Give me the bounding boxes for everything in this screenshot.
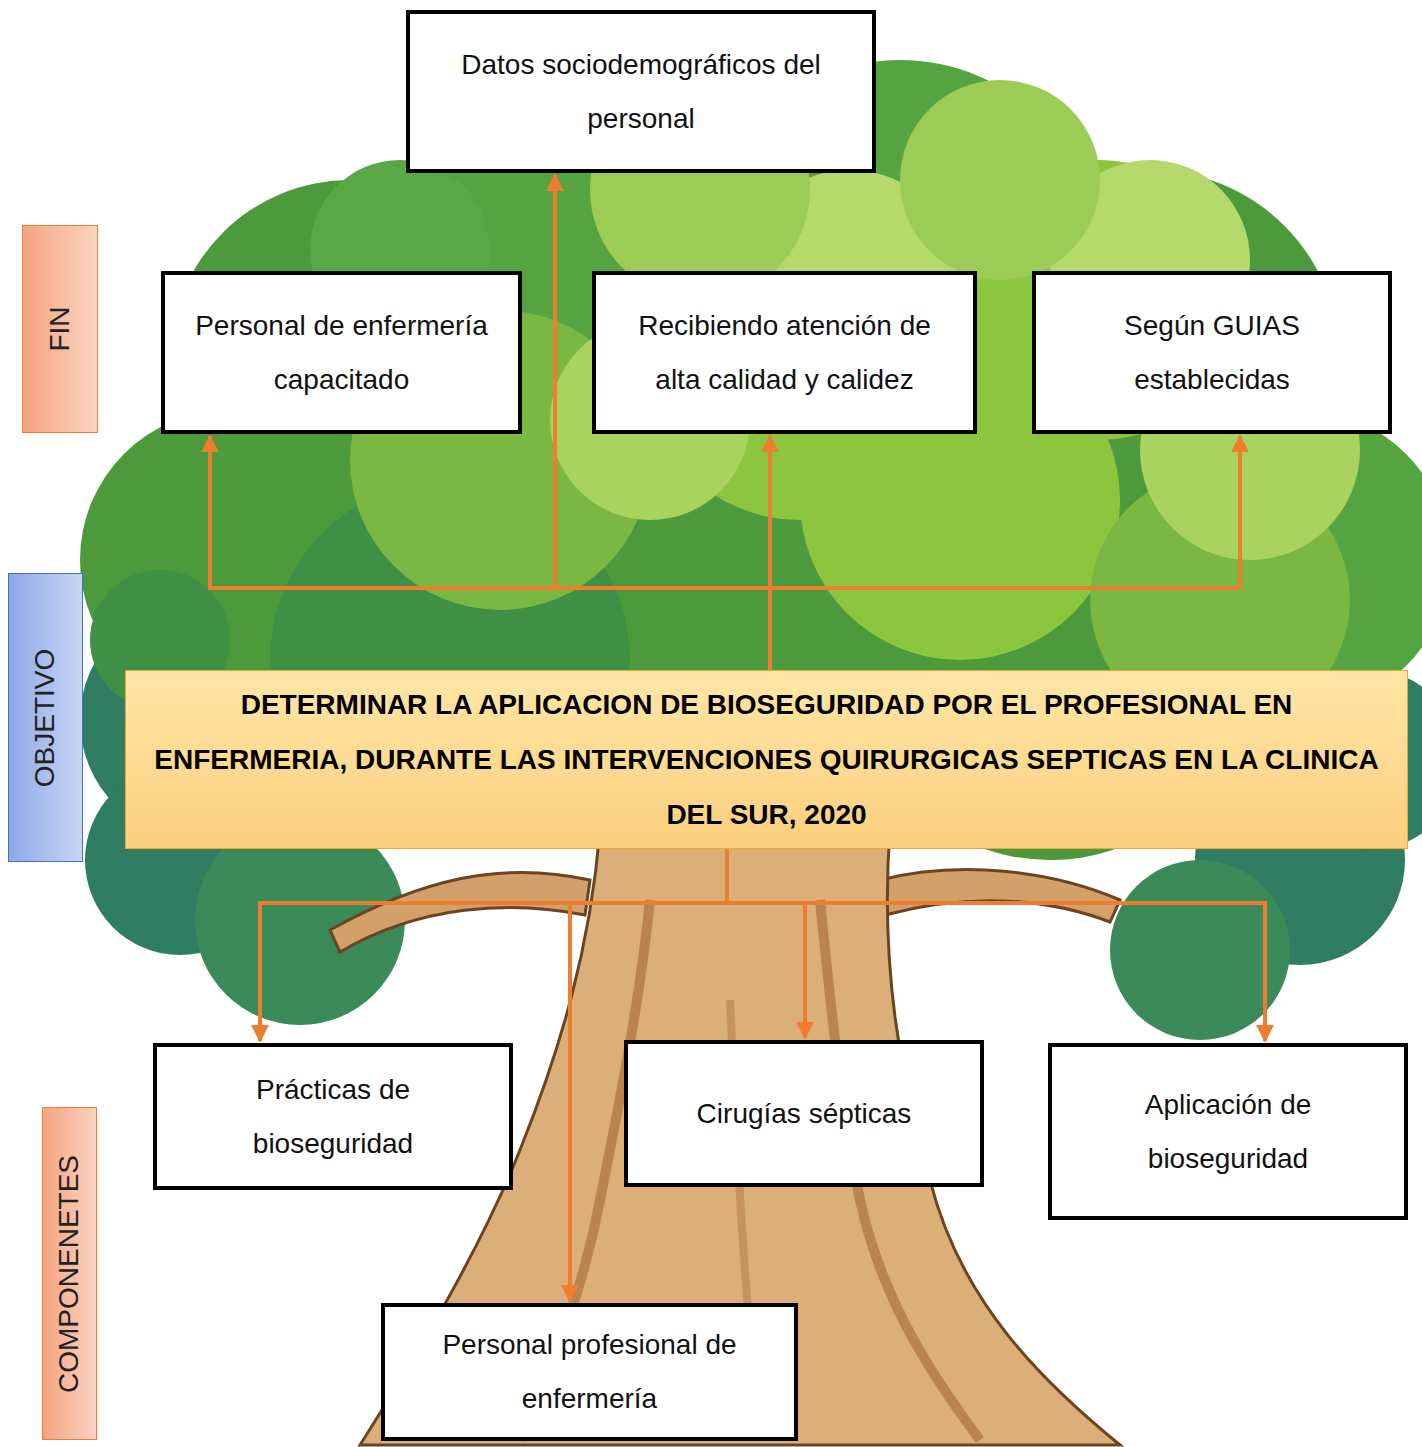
node-text: FIN: [44, 306, 76, 351]
arrow-connector: [260, 849, 727, 1041]
node-text: COMPONENETES: [54, 1154, 86, 1392]
arrow-connector: [727, 849, 1265, 1041]
node-text: DETERMINAR LA APLICACION DE BIOSEGURIDAD…: [142, 677, 1391, 842]
arrow-connector: [210, 436, 770, 670]
level-band: FIN: [22, 225, 98, 433]
node-text: Según GUIAS establecidas: [1054, 299, 1370, 407]
node-text: Datos sociodemográficos del personal: [428, 38, 854, 146]
component-box: Personal profesional de enfermería: [381, 1303, 798, 1441]
component-box: Cirugías sépticas: [624, 1040, 984, 1187]
node-text: Recibiendo atención de alta calidad y ca…: [614, 299, 955, 407]
arrow-connector: [770, 436, 1240, 670]
node-text: Cirugías sépticas: [697, 1087, 912, 1141]
arrow-connector: [727, 849, 805, 1038]
node-text: OBJETIVO: [30, 648, 62, 786]
node-text: Personal de enfermería capacitado: [183, 299, 500, 407]
level-band: COMPONENETES: [42, 1107, 97, 1440]
component-box: Aplicación de bioseguridad: [1048, 1043, 1408, 1220]
objective-box: DETERMINAR LA APLICACION DE BIOSEGURIDAD…: [125, 670, 1408, 849]
end-box: Recibiendo atención de alta calidad y ca…: [592, 271, 977, 434]
node-text: Personal profesional de enfermería: [403, 1318, 776, 1426]
level-band: OBJETIVO: [8, 573, 83, 862]
node-text: Prácticas de bioseguridad: [175, 1063, 491, 1171]
component-box: Prácticas de bioseguridad: [153, 1043, 513, 1190]
node-text: Aplicación de bioseguridad: [1070, 1078, 1386, 1186]
end-box: Según GUIAS establecidas: [1032, 271, 1392, 434]
end-box: Datos sociodemográficos del personal: [406, 10, 876, 173]
end-box: Personal de enfermería capacitado: [161, 271, 522, 434]
